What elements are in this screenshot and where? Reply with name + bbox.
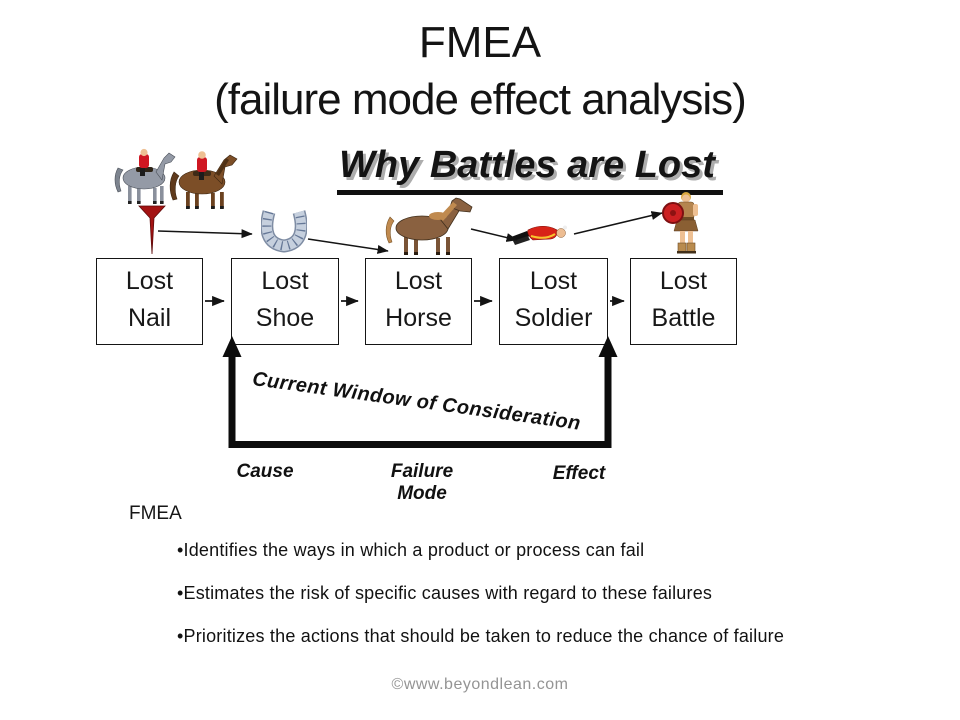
chain-box-lost-horse: Lost Horse xyxy=(365,258,472,345)
box-line-2: Horse xyxy=(385,304,452,332)
fmea-bullet-3: •Prioritizes the actions that should be … xyxy=(177,626,785,646)
chain-box-lost-shoe: Lost Shoe xyxy=(231,258,339,345)
box-line-2: Soldier xyxy=(514,304,593,332)
box-line-1: Lost xyxy=(394,267,443,295)
fmea-section-heading: FMEA xyxy=(129,503,182,524)
slide-title: FMEA (failure mode effect analysis) xyxy=(0,14,960,128)
failure-mode-line-2: Mode xyxy=(397,483,447,504)
box-line-1: Lost xyxy=(261,267,309,295)
failure-mode-line-1: Failure xyxy=(390,461,454,482)
two-horsemen-clipart xyxy=(114,148,238,209)
fmea-bullet-list: •Identifies the ways in which a product … xyxy=(177,540,947,669)
title-line-2: (failure mode effect analysis) xyxy=(214,75,747,125)
horse-clipart xyxy=(385,197,473,255)
box-line-1: Lost xyxy=(529,267,578,295)
fallen-soldier-clipart xyxy=(511,225,567,245)
chain-box-lost-soldier: Lost Soldier xyxy=(499,258,608,345)
chain-box-lost-battle: Lost Battle xyxy=(630,258,737,345)
box-line-2: Nail xyxy=(127,304,172,332)
title-line-1: FMEA xyxy=(418,18,542,67)
box-line-2: Shoe xyxy=(255,304,315,332)
fmea-bullet-1: •Identifies the ways in which a product … xyxy=(177,540,645,560)
horseshoe-clipart xyxy=(261,210,307,253)
copyright-footer: ©www.beyondlean.com xyxy=(391,676,569,693)
effect-label: Effect xyxy=(552,463,606,484)
box-line-1: Lost xyxy=(125,267,174,295)
box-line-2: Battle xyxy=(651,304,716,332)
nail-clipart xyxy=(138,205,166,255)
subtitle-wrap: Why Battles are Lost xyxy=(100,144,960,195)
warrior-with-shield-clipart xyxy=(662,192,699,254)
current-window-label: Current Window of Consideration xyxy=(251,368,583,435)
chain-box-lost-nail: Lost Nail xyxy=(96,258,203,345)
cause-label: Cause xyxy=(236,461,294,482)
fmea-bullet-2: •Estimates the risk of specific causes w… xyxy=(177,583,713,603)
subtitle: Why Battles are Lost xyxy=(337,144,723,195)
box-line-1: Lost xyxy=(659,267,708,295)
failure-mode-label: Failure Mode xyxy=(377,461,467,505)
